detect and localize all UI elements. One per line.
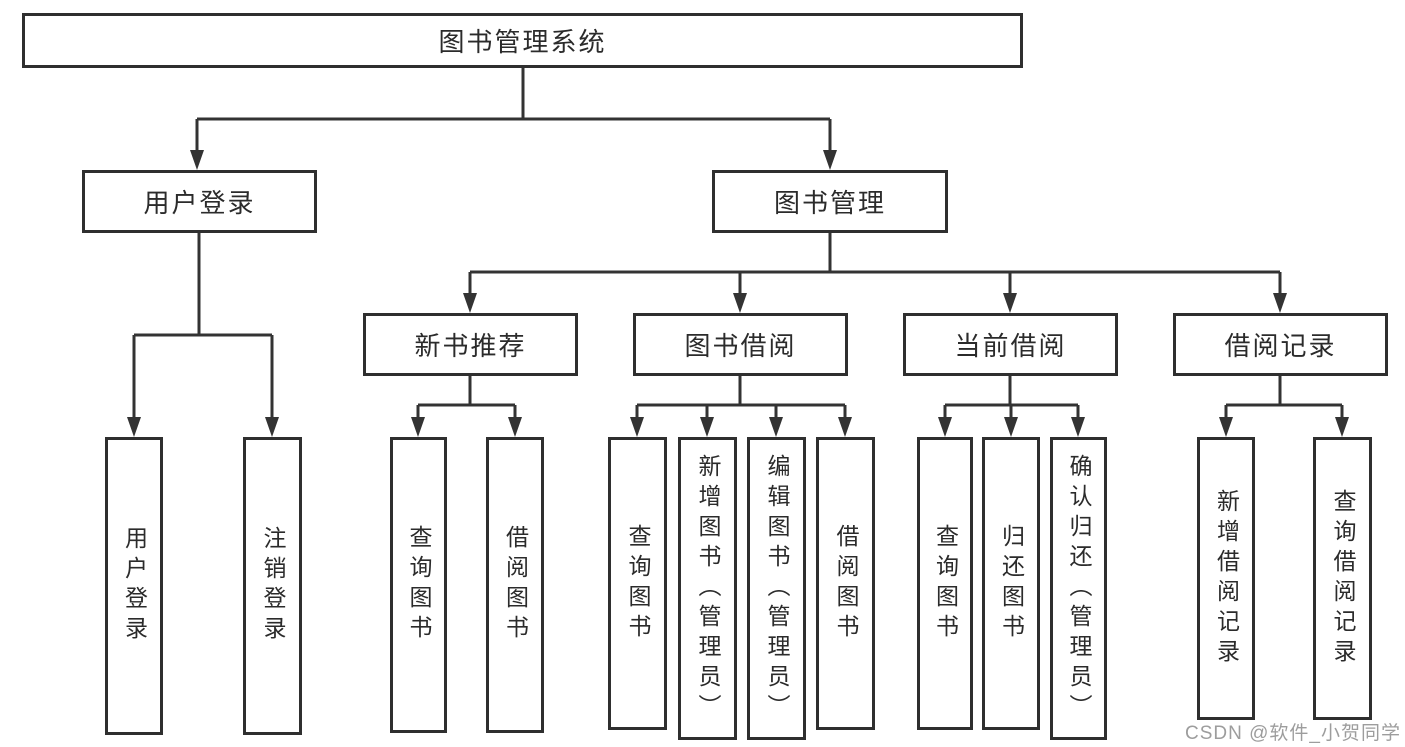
leaf-current-query-books: 查询图书 xyxy=(917,437,973,730)
node-book-management: 图书管理 xyxy=(712,170,948,233)
node-label: 借阅图书 xyxy=(833,523,859,644)
node-label: 用户登录 xyxy=(121,526,148,646)
leaf-user-login: 用户登录 xyxy=(105,437,163,735)
leaf-records-query-record: 查询借阅记录 xyxy=(1313,437,1372,720)
node-label: 新书推荐 xyxy=(414,331,527,361)
node-label: 图书管理系统 xyxy=(438,27,607,57)
node-label: 编辑图书（管理员） xyxy=(764,453,790,724)
node-label: 注销登录 xyxy=(260,526,286,646)
leaf-borrowing-edit-books-admin: 编辑图书（管理员） xyxy=(747,437,806,740)
node-label: 新增借阅记录 xyxy=(1213,488,1240,669)
node-label: 当前借阅 xyxy=(954,331,1067,361)
leaf-records-add-record: 新增借阅记录 xyxy=(1197,437,1255,720)
node-new-book-recommend: 新书推荐 xyxy=(363,313,578,376)
node-label: 归还图书 xyxy=(998,523,1025,644)
node-user-login: 用户登录 xyxy=(82,170,317,233)
node-label: 新增图书（管理员） xyxy=(695,453,721,724)
leaf-current-return-books: 归还图书 xyxy=(982,437,1040,730)
node-book-borrowing: 图书借阅 xyxy=(633,313,848,376)
leaf-recommend-query-books: 查询图书 xyxy=(390,437,447,733)
leaf-borrowing-query-books: 查询图书 xyxy=(608,437,667,730)
leaf-current-confirm-return-admin: 确认归还（管理员） xyxy=(1050,437,1107,740)
node-borrowing-records: 借阅记录 xyxy=(1173,313,1388,376)
node-label: 图书借阅 xyxy=(684,331,797,361)
node-label: 用户登录 xyxy=(143,188,256,218)
node-label: 借阅图书 xyxy=(502,525,529,645)
node-label: 确认归还（管理员） xyxy=(1066,453,1092,724)
node-library-system: 图书管理系统 xyxy=(22,13,1023,68)
node-label: 查询图书 xyxy=(625,523,651,644)
node-label: 借阅记录 xyxy=(1224,331,1337,361)
leaf-borrowing-add-books-admin: 新增图书（管理员） xyxy=(678,437,737,740)
leaf-borrowing-borrow-books: 借阅图书 xyxy=(816,437,875,730)
node-label: 查询图书 xyxy=(932,523,959,644)
node-label: 查询借阅记录 xyxy=(1330,488,1356,669)
node-label: 图书管理 xyxy=(773,188,886,218)
node-current-borrowing: 当前借阅 xyxy=(903,313,1118,376)
leaf-logout: 注销登录 xyxy=(243,437,302,735)
node-label: 查询图书 xyxy=(406,525,432,645)
leaf-recommend-borrow-books: 借阅图书 xyxy=(486,437,544,733)
watermark: CSDN @软件_小贺同学 xyxy=(1185,723,1401,744)
